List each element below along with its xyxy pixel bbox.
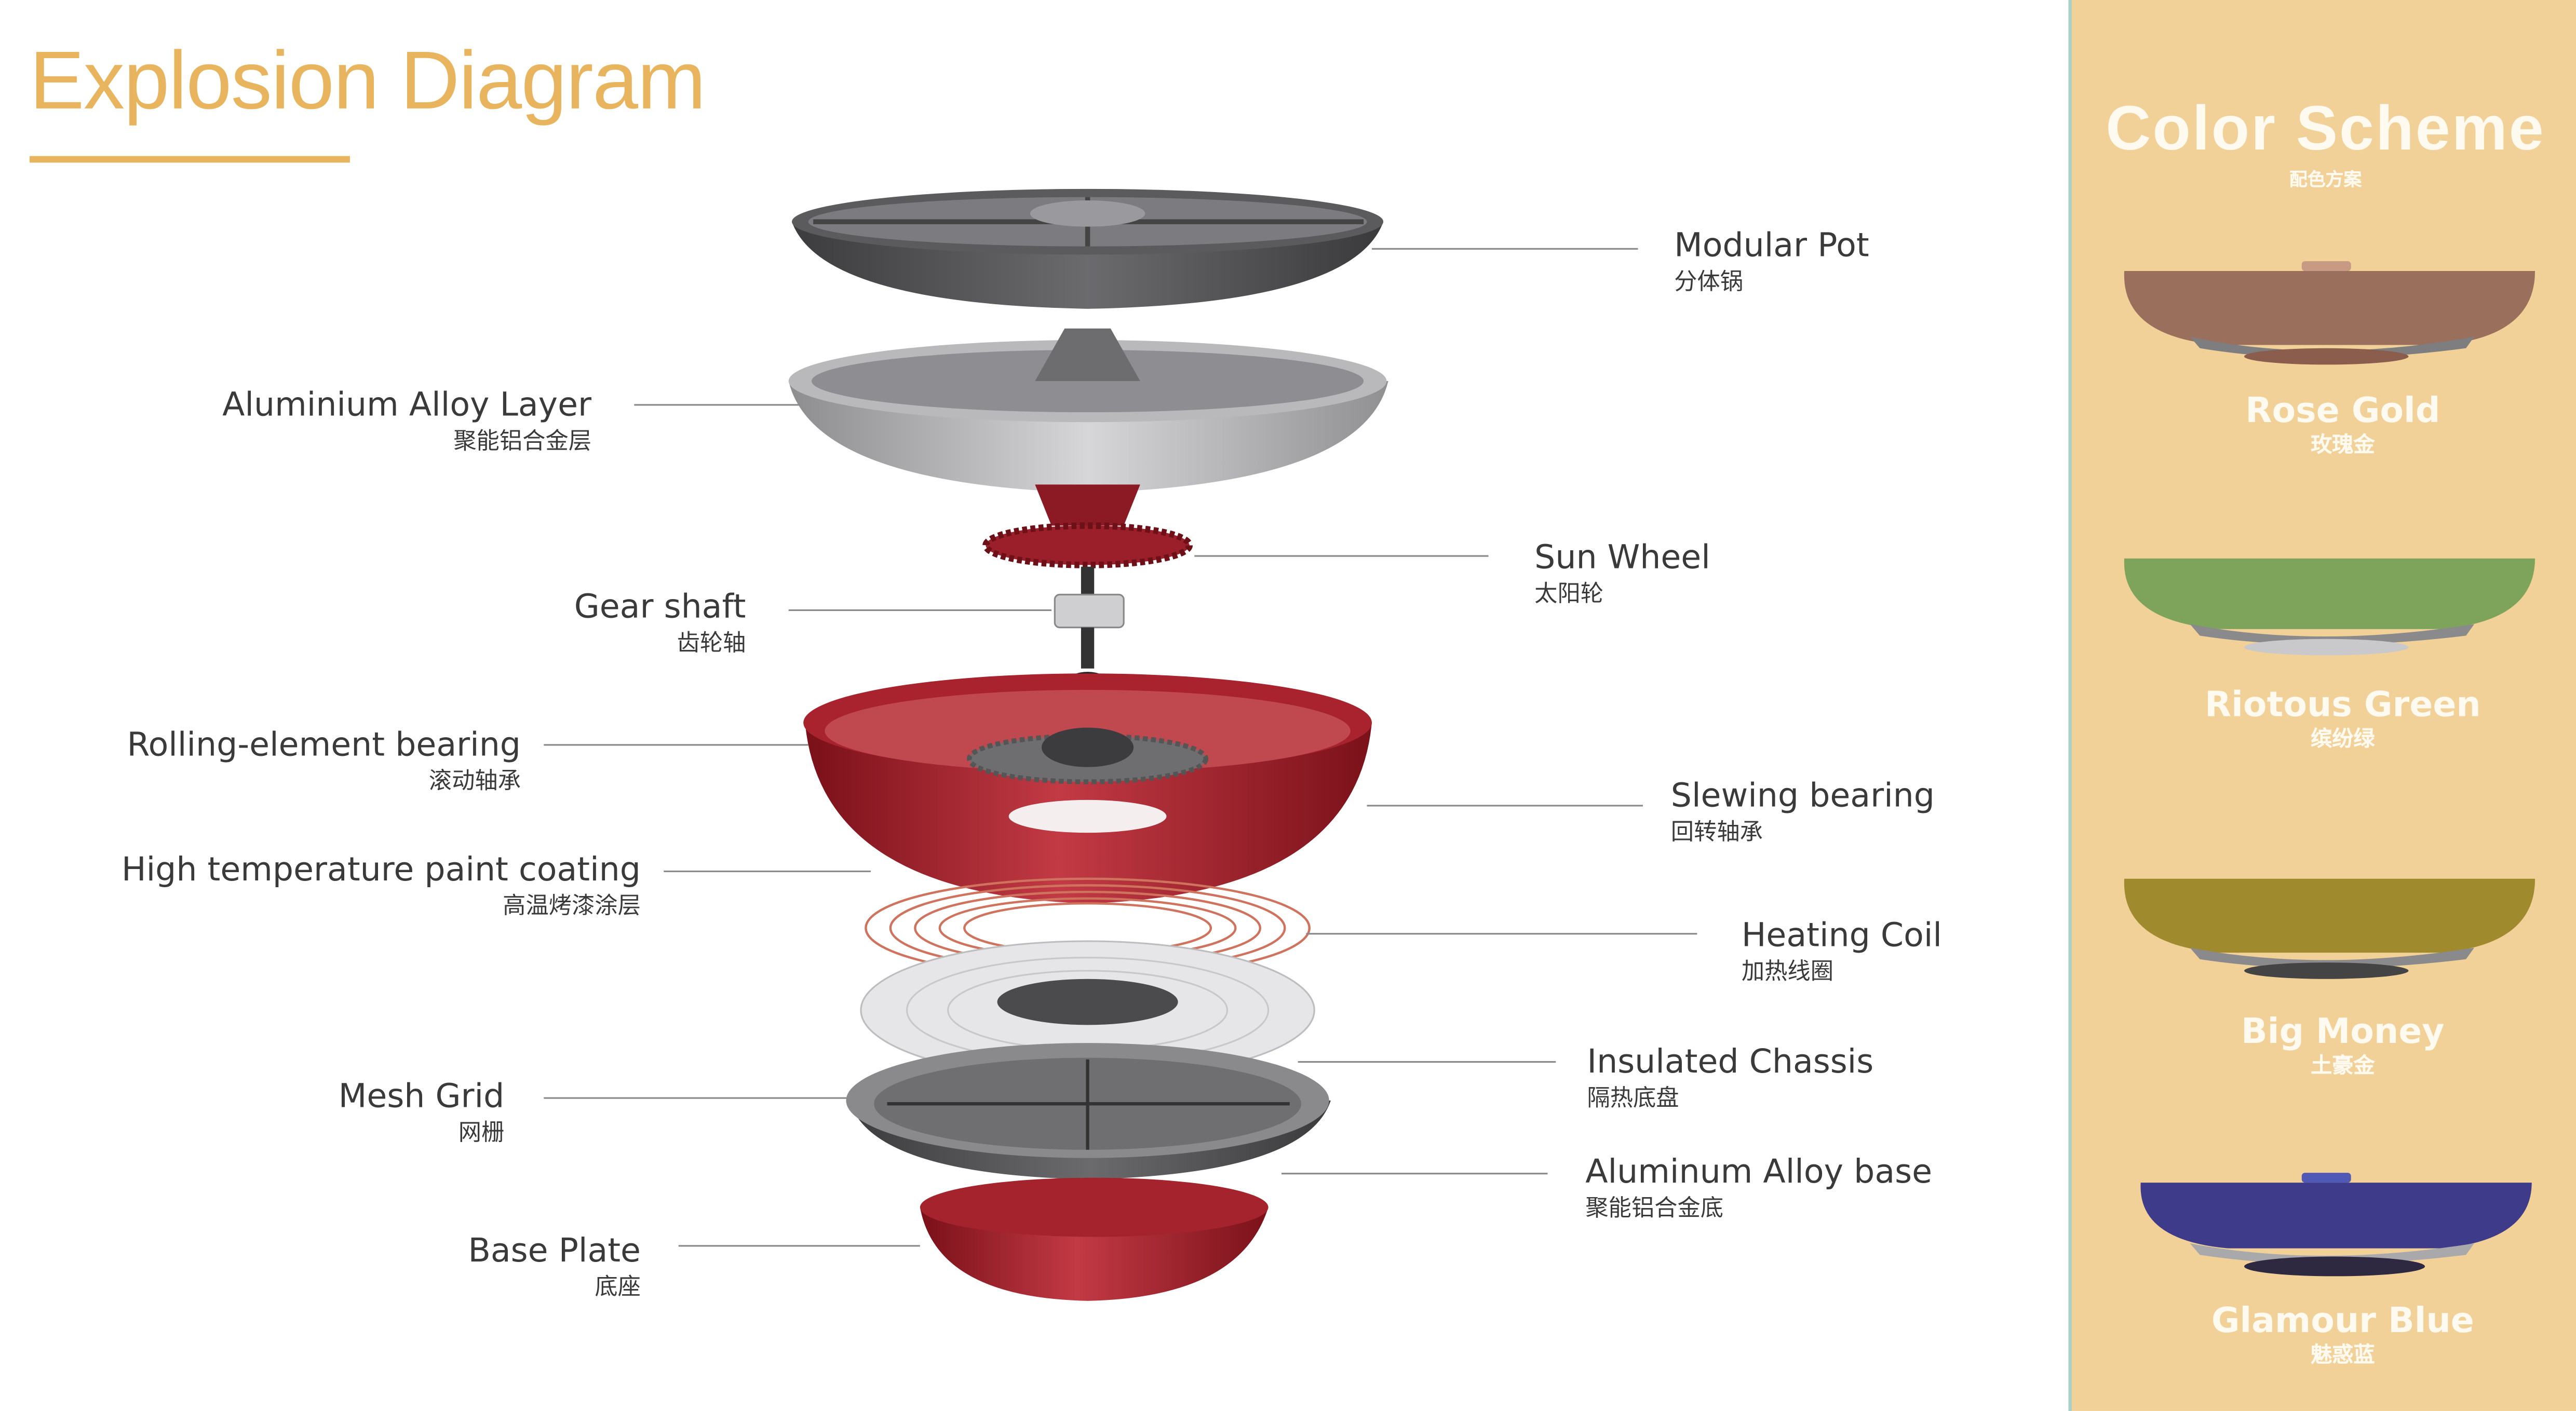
swatch-rose-gold xyxy=(2124,261,2535,365)
label-en: Gear shaft xyxy=(574,586,746,626)
label-en: High temperature paint coating xyxy=(121,849,641,889)
swatch-cn: 魅惑蓝 xyxy=(2311,1344,2375,1368)
label-cn: 网栅 xyxy=(458,1120,505,1147)
leader-aluminum-alloy-base xyxy=(1281,1173,1548,1175)
label-en: Slewing bearing xyxy=(1670,775,1935,815)
label-cn: 加热线圈 xyxy=(1741,959,1834,986)
swatch-big-money xyxy=(2124,878,2535,979)
label-rolling-element-bearing: Rolling-element bearing 滚动轴承 xyxy=(127,726,521,795)
base-plate-part xyxy=(920,1177,1269,1301)
label-cn: 齿轮轴 xyxy=(677,630,746,657)
page-title: Explosion Diagram xyxy=(29,34,706,127)
exploded-assembly xyxy=(788,188,1388,1301)
label-cn: 分体锅 xyxy=(1674,269,1744,296)
swatch-name: Big Money xyxy=(2241,1012,2445,1051)
label-gear-shaft: Gear shaft 齿轮轴 xyxy=(574,588,746,658)
label-en: Base Plate xyxy=(468,1230,641,1270)
insulated-chassis-part xyxy=(860,940,1315,1080)
color-scheme-title: Color Scheme xyxy=(2106,95,2545,165)
color-swatches xyxy=(2124,261,2535,1277)
label-en: Insulated Chassis xyxy=(1587,1041,1874,1081)
leader-high-temp-paint xyxy=(664,870,871,873)
label-sun-wheel: Sun Wheel 太阳轮 xyxy=(1534,539,1710,608)
label-high-temp-paint: High temperature paint coating 高温烤漆涂层 xyxy=(122,851,641,920)
leader-slewing-bearing xyxy=(1367,805,1643,807)
label-slewing-bearing: Slewing bearing 回转轴承 xyxy=(1671,777,1935,847)
leader-sun-wheel xyxy=(1194,555,1489,557)
swatch-name: Rose Gold xyxy=(2245,391,2440,430)
label-base-plate: Base Plate 底座 xyxy=(468,1232,640,1301)
swatch-glamour-blue xyxy=(2140,1173,2532,1277)
leader-aluminium-alloy-layer xyxy=(634,404,800,406)
leader-modular-pot xyxy=(1371,248,1638,250)
label-en: Sun Wheel xyxy=(1534,537,1710,577)
sun-wheel-part xyxy=(982,484,1193,568)
swatch-cn: 土豪金 xyxy=(2311,1054,2375,1079)
swatch-riotous-green xyxy=(2124,558,2535,656)
aluminum-alloy-base-part xyxy=(846,1043,1331,1179)
swatch-cn: 缤纷绿 xyxy=(2311,727,2375,753)
label-cn: 聚能铝合金层 xyxy=(453,428,592,455)
modular-pot-part xyxy=(792,188,1384,309)
color-scheme-panel: Color Scheme 配色方案 xyxy=(2068,0,2576,1411)
color-scheme-subtitle: 配色方案 xyxy=(2289,169,2362,191)
label-en: Heating Coil xyxy=(1741,915,1942,955)
label-cn: 太阳轮 xyxy=(1534,581,1604,608)
label-cn: 回转轴承 xyxy=(1670,819,1763,846)
label-en: Mesh Grid xyxy=(338,1076,505,1116)
leader-insulated-chassis xyxy=(1298,1061,1556,1063)
label-en: Modular Pot xyxy=(1674,225,1869,265)
aluminium-alloy-layer-part xyxy=(788,328,1388,493)
label-en: Aluminium Alloy Layer xyxy=(222,384,592,424)
gear-shaft-part xyxy=(1054,566,1125,692)
swatch-name: Riotous Green xyxy=(2204,685,2481,725)
leader-base-plate xyxy=(678,1245,920,1247)
label-mesh-grid: Mesh Grid 网栅 xyxy=(339,1078,505,1147)
label-cn: 聚能铝合金底 xyxy=(1585,1196,1724,1223)
label-cn: 隔热底盘 xyxy=(1587,1086,1679,1112)
red-shell-part xyxy=(803,673,1372,904)
label-cn: 滚动轴承 xyxy=(428,768,521,795)
label-aluminium-alloy-layer: Aluminium Alloy Layer 聚能铝合金层 xyxy=(222,386,591,456)
leader-gear-shaft xyxy=(788,609,1051,612)
label-heating-coil: Heating Coil 加热线圈 xyxy=(1742,917,1942,986)
swatch-cn: 玫瑰金 xyxy=(2311,433,2375,458)
label-cn: 高温烤漆涂层 xyxy=(503,893,641,920)
label-modular-pot: Modular Pot 分体锅 xyxy=(1674,227,1869,296)
label-insulated-chassis: Insulated Chassis 隔热底盘 xyxy=(1587,1043,1873,1112)
label-en: Aluminum Alloy base xyxy=(1585,1151,1933,1191)
leader-rolling-element-bearing xyxy=(544,744,808,746)
title-underline xyxy=(29,156,350,163)
label-cn: 底座 xyxy=(595,1274,641,1301)
leader-heating-coil xyxy=(1306,933,1697,935)
label-aluminum-alloy-base: Aluminum Alloy base 聚能铝合金底 xyxy=(1585,1153,1932,1223)
leader-mesh-grid xyxy=(544,1097,849,1099)
label-en: Rolling-element bearing xyxy=(127,724,521,764)
swatch-name: Glamour Blue xyxy=(2211,1300,2474,1340)
